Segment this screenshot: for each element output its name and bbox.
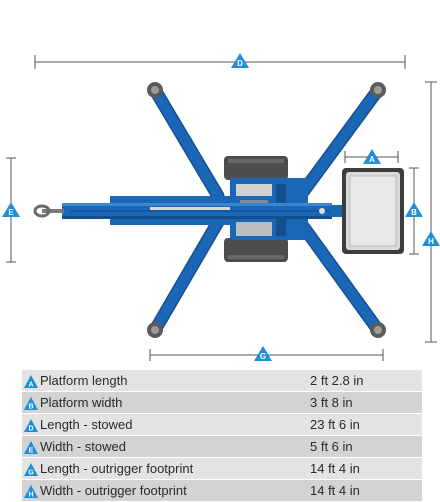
jib [330, 205, 344, 217]
spec-value: 5 ft 6 in [310, 435, 422, 458]
spec-label: Width - outrigger footprint [40, 483, 187, 498]
outrigger-pad-top-left [147, 82, 163, 98]
spec-label: Length - stowed [40, 417, 133, 432]
spec-value: 23 ft 6 in [310, 413, 422, 436]
spec-value: 14 ft 4 in [310, 457, 422, 480]
spec-value: 3 ft 8 in [310, 391, 422, 414]
outrigger-pad-top-right [370, 82, 386, 98]
marker-g-icon: G [24, 463, 38, 476]
svg-text:E: E [8, 208, 14, 217]
platform-basket [342, 168, 404, 254]
svg-text:D: D [28, 426, 33, 433]
svg-text:E: E [29, 448, 34, 455]
machine-top-view-diagram: D E H B A G [2, 53, 440, 361]
spec-row-platform-width: B Platform width 3 ft 8 in [22, 391, 422, 414]
tires [224, 156, 288, 262]
spec-value: 2 ft 2.8 in [310, 370, 422, 392]
spec-value: 14 ft 4 in [310, 479, 422, 502]
marker-a: A [363, 149, 381, 164]
marker-d-icon: D [24, 419, 38, 432]
spec-row-width-outrigger-footprint: H Width - outrigger footprint 14 ft 4 in [22, 479, 422, 502]
svg-text:B: B [411, 208, 417, 217]
spec-row-length-outrigger-footprint: G Length - outrigger footprint 14 ft 4 in [22, 457, 422, 480]
outrigger-arms [148, 83, 385, 337]
spec-label: Length - outrigger footprint [40, 461, 194, 476]
spec-row-length-stowed: D Length - stowed 23 ft 6 in [22, 413, 422, 436]
marker-h: H [422, 231, 440, 246]
svg-text:D: D [237, 59, 243, 68]
marker-h-icon: H [24, 485, 38, 498]
marker-e-icon: E [24, 441, 38, 454]
specifications-table: A Platform length 2 ft 2.8 in B Platform w… [22, 370, 422, 502]
svg-text:H: H [28, 492, 33, 499]
svg-text:A: A [28, 382, 33, 389]
marker-b: B [405, 202, 423, 217]
outrigger-pads [147, 82, 386, 338]
marker-g: G [254, 346, 272, 361]
spec-row-platform-length: A Platform length 2 ft 2.8 in [22, 370, 422, 392]
svg-text:H: H [428, 237, 434, 246]
svg-text:B: B [28, 404, 33, 411]
boom [62, 196, 344, 225]
spec-label: Platform width [40, 395, 123, 410]
spec-label: Platform length [40, 373, 128, 388]
marker-a-icon: A [24, 375, 38, 388]
marker-e: E [2, 202, 20, 217]
spec-label: Width - stowed [40, 439, 126, 454]
spec-row-width-stowed: E Width - stowed 5 ft 6 in [22, 435, 422, 458]
marker-b-icon: B [24, 397, 38, 410]
svg-text:G: G [260, 352, 266, 361]
svg-text:G: G [28, 470, 34, 477]
outrigger-pad-bottom-right [370, 322, 386, 338]
outrigger-pad-bottom-left [147, 322, 163, 338]
dimension-d [34, 55, 406, 69]
dimension-h [425, 81, 437, 343]
svg-text:A: A [369, 155, 375, 164]
tow-hitch [33, 204, 64, 218]
marker-d: D [231, 53, 249, 68]
